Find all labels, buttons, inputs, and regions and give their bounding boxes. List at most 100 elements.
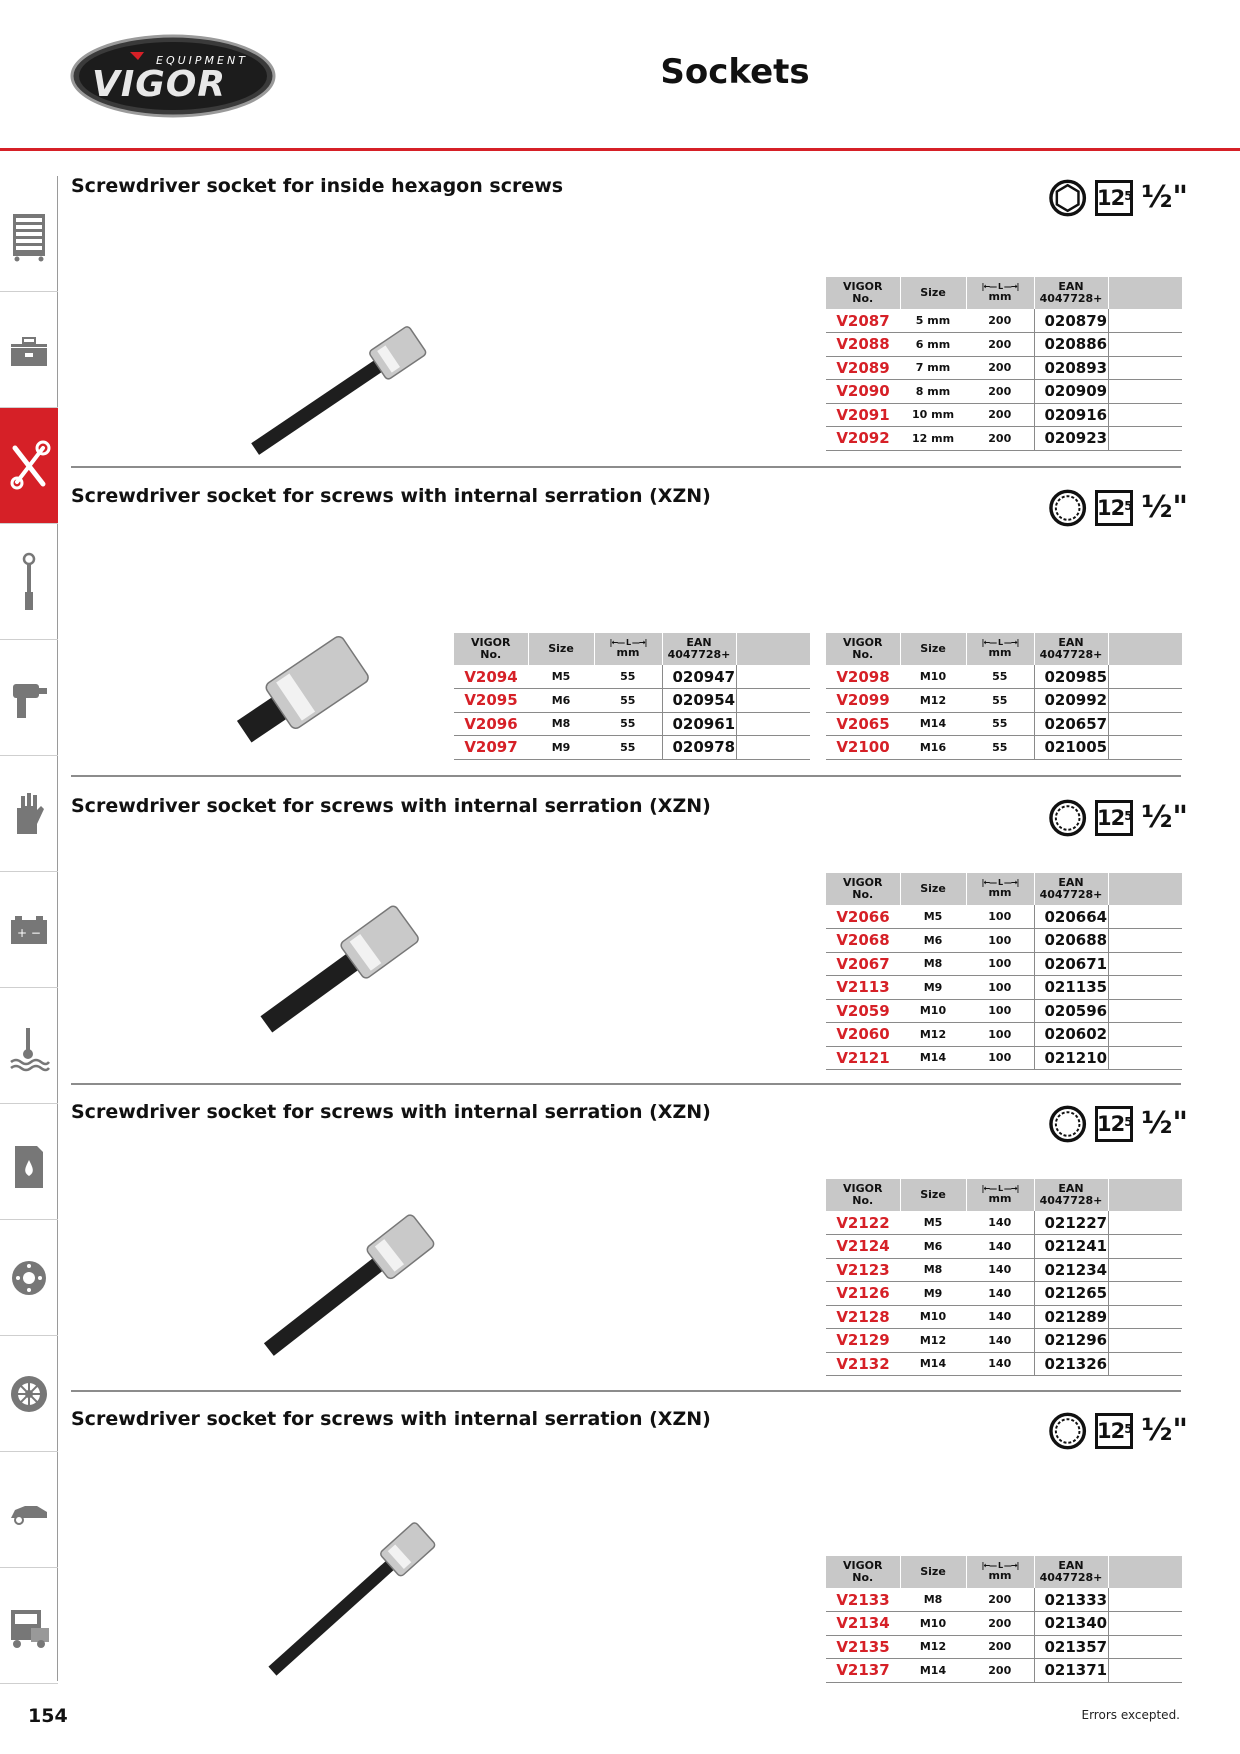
ean-cell: 020879 xyxy=(1033,309,1109,333)
sidebar-tab-bodywork[interactable] xyxy=(0,1452,58,1568)
vigor-number: V2097 xyxy=(454,735,528,760)
ean-cell: 021326 xyxy=(1033,1352,1109,1376)
sidebar-tab-oil[interactable] xyxy=(0,1104,58,1220)
empty-cell xyxy=(1108,999,1182,1023)
size-cell: M12 xyxy=(900,688,966,713)
empty-cell xyxy=(1108,1305,1182,1329)
size-cell: M10 xyxy=(900,665,966,689)
length-cell: 140 xyxy=(966,1328,1034,1353)
length-cell: 55 xyxy=(594,735,662,760)
ean-cell: 020947 xyxy=(661,665,737,689)
header-divider xyxy=(0,148,1240,151)
vigor-number: V2095 xyxy=(454,688,528,713)
sidebar-tab-hand-tools[interactable] xyxy=(0,408,58,524)
vigor-number: V2059 xyxy=(826,999,900,1023)
empty-cell xyxy=(1108,1234,1182,1259)
size-cell: M14 xyxy=(900,1046,966,1070)
socket-image xyxy=(236,635,369,743)
errors-excepted-note: Errors excepted. xyxy=(1081,1708,1181,1722)
empty-cell xyxy=(1108,905,1182,929)
section-divider xyxy=(71,1083,1181,1085)
sidebar-tab-truck[interactable] xyxy=(0,1568,58,1684)
length-cell: 55 xyxy=(966,665,1034,689)
vigor-number: V2094 xyxy=(454,665,528,689)
empty-cell xyxy=(1108,712,1182,736)
sidebar-tab-tool-cabinet[interactable] xyxy=(0,176,58,292)
empty-cell xyxy=(1108,1635,1182,1659)
page-title: Sockets xyxy=(660,52,810,92)
ean-cell: 021005 xyxy=(1033,735,1109,760)
truck-icon xyxy=(11,1609,49,1648)
sidebar-tab-cooling[interactable] xyxy=(0,988,58,1104)
sidebar-tab-wheels[interactable] xyxy=(0,1336,58,1452)
length-cell: 55 xyxy=(594,665,662,689)
serration-profile-icon xyxy=(1049,1105,1087,1143)
sidebar-tab-toolbox[interactable] xyxy=(0,292,58,408)
glove-icon xyxy=(17,792,44,834)
vigor-logo: EQUIPMENT VIGOR xyxy=(70,34,276,118)
sidebar-tab-torque[interactable] xyxy=(0,524,58,640)
length-cell: 140 xyxy=(966,1258,1034,1282)
empty-cell xyxy=(1108,688,1182,713)
length-cell: 200 xyxy=(966,379,1034,404)
drive-fraction: ½" xyxy=(1141,490,1188,525)
sidebar-tab-workwear[interactable] xyxy=(0,756,58,872)
sidebar-tab-air-tools[interactable] xyxy=(0,640,58,756)
size-cell: 8 mm xyxy=(900,379,966,404)
ean-cell: 020985 xyxy=(1033,665,1109,689)
ean-cell: 020961 xyxy=(661,712,737,736)
ean-cell: 020992 xyxy=(1033,688,1109,713)
empty-cell xyxy=(1108,309,1182,333)
vigor-number: V2135 xyxy=(826,1635,900,1659)
sidebar-tab-brakes[interactable] xyxy=(0,1220,58,1336)
size-cell: M5 xyxy=(900,1211,966,1235)
header-empty xyxy=(1108,1179,1183,1211)
size-cell: M10 xyxy=(900,1611,966,1636)
size-cell: M16 xyxy=(900,735,966,760)
header-empty xyxy=(1108,873,1183,905)
size-cell: M8 xyxy=(528,712,594,736)
length-cell: 140 xyxy=(966,1281,1034,1306)
length-cell: 200 xyxy=(966,426,1034,451)
empty-cell xyxy=(1108,975,1182,1000)
header-size: Size xyxy=(900,1179,967,1211)
ean-cell: 020886 xyxy=(1033,332,1109,357)
ean-cell: 021357 xyxy=(1033,1635,1109,1659)
size-cell: M6 xyxy=(900,1234,966,1259)
empty-cell xyxy=(1108,952,1182,976)
length-cell: 140 xyxy=(966,1305,1034,1329)
vigor-number: V2137 xyxy=(826,1658,900,1683)
size-cell: M10 xyxy=(900,1305,966,1329)
vigor-number: V2126 xyxy=(826,1281,900,1306)
size-cell: M8 xyxy=(900,1258,966,1282)
size-cell: 7 mm xyxy=(900,356,966,380)
empty-cell xyxy=(1108,735,1182,760)
header-length: |←— L —→|mm xyxy=(966,873,1035,905)
header-empty xyxy=(1108,633,1183,665)
sidebar-tab-battery[interactable]: + − xyxy=(0,872,58,988)
empty-cell xyxy=(1108,379,1182,404)
vigor-number: V2066 xyxy=(826,905,900,929)
ean-cell: 021340 xyxy=(1033,1611,1109,1636)
length-cell: 200 xyxy=(966,309,1034,333)
section-divider xyxy=(71,466,1181,468)
size-cell: M8 xyxy=(900,1588,966,1612)
ean-cell: 020923 xyxy=(1033,426,1109,451)
